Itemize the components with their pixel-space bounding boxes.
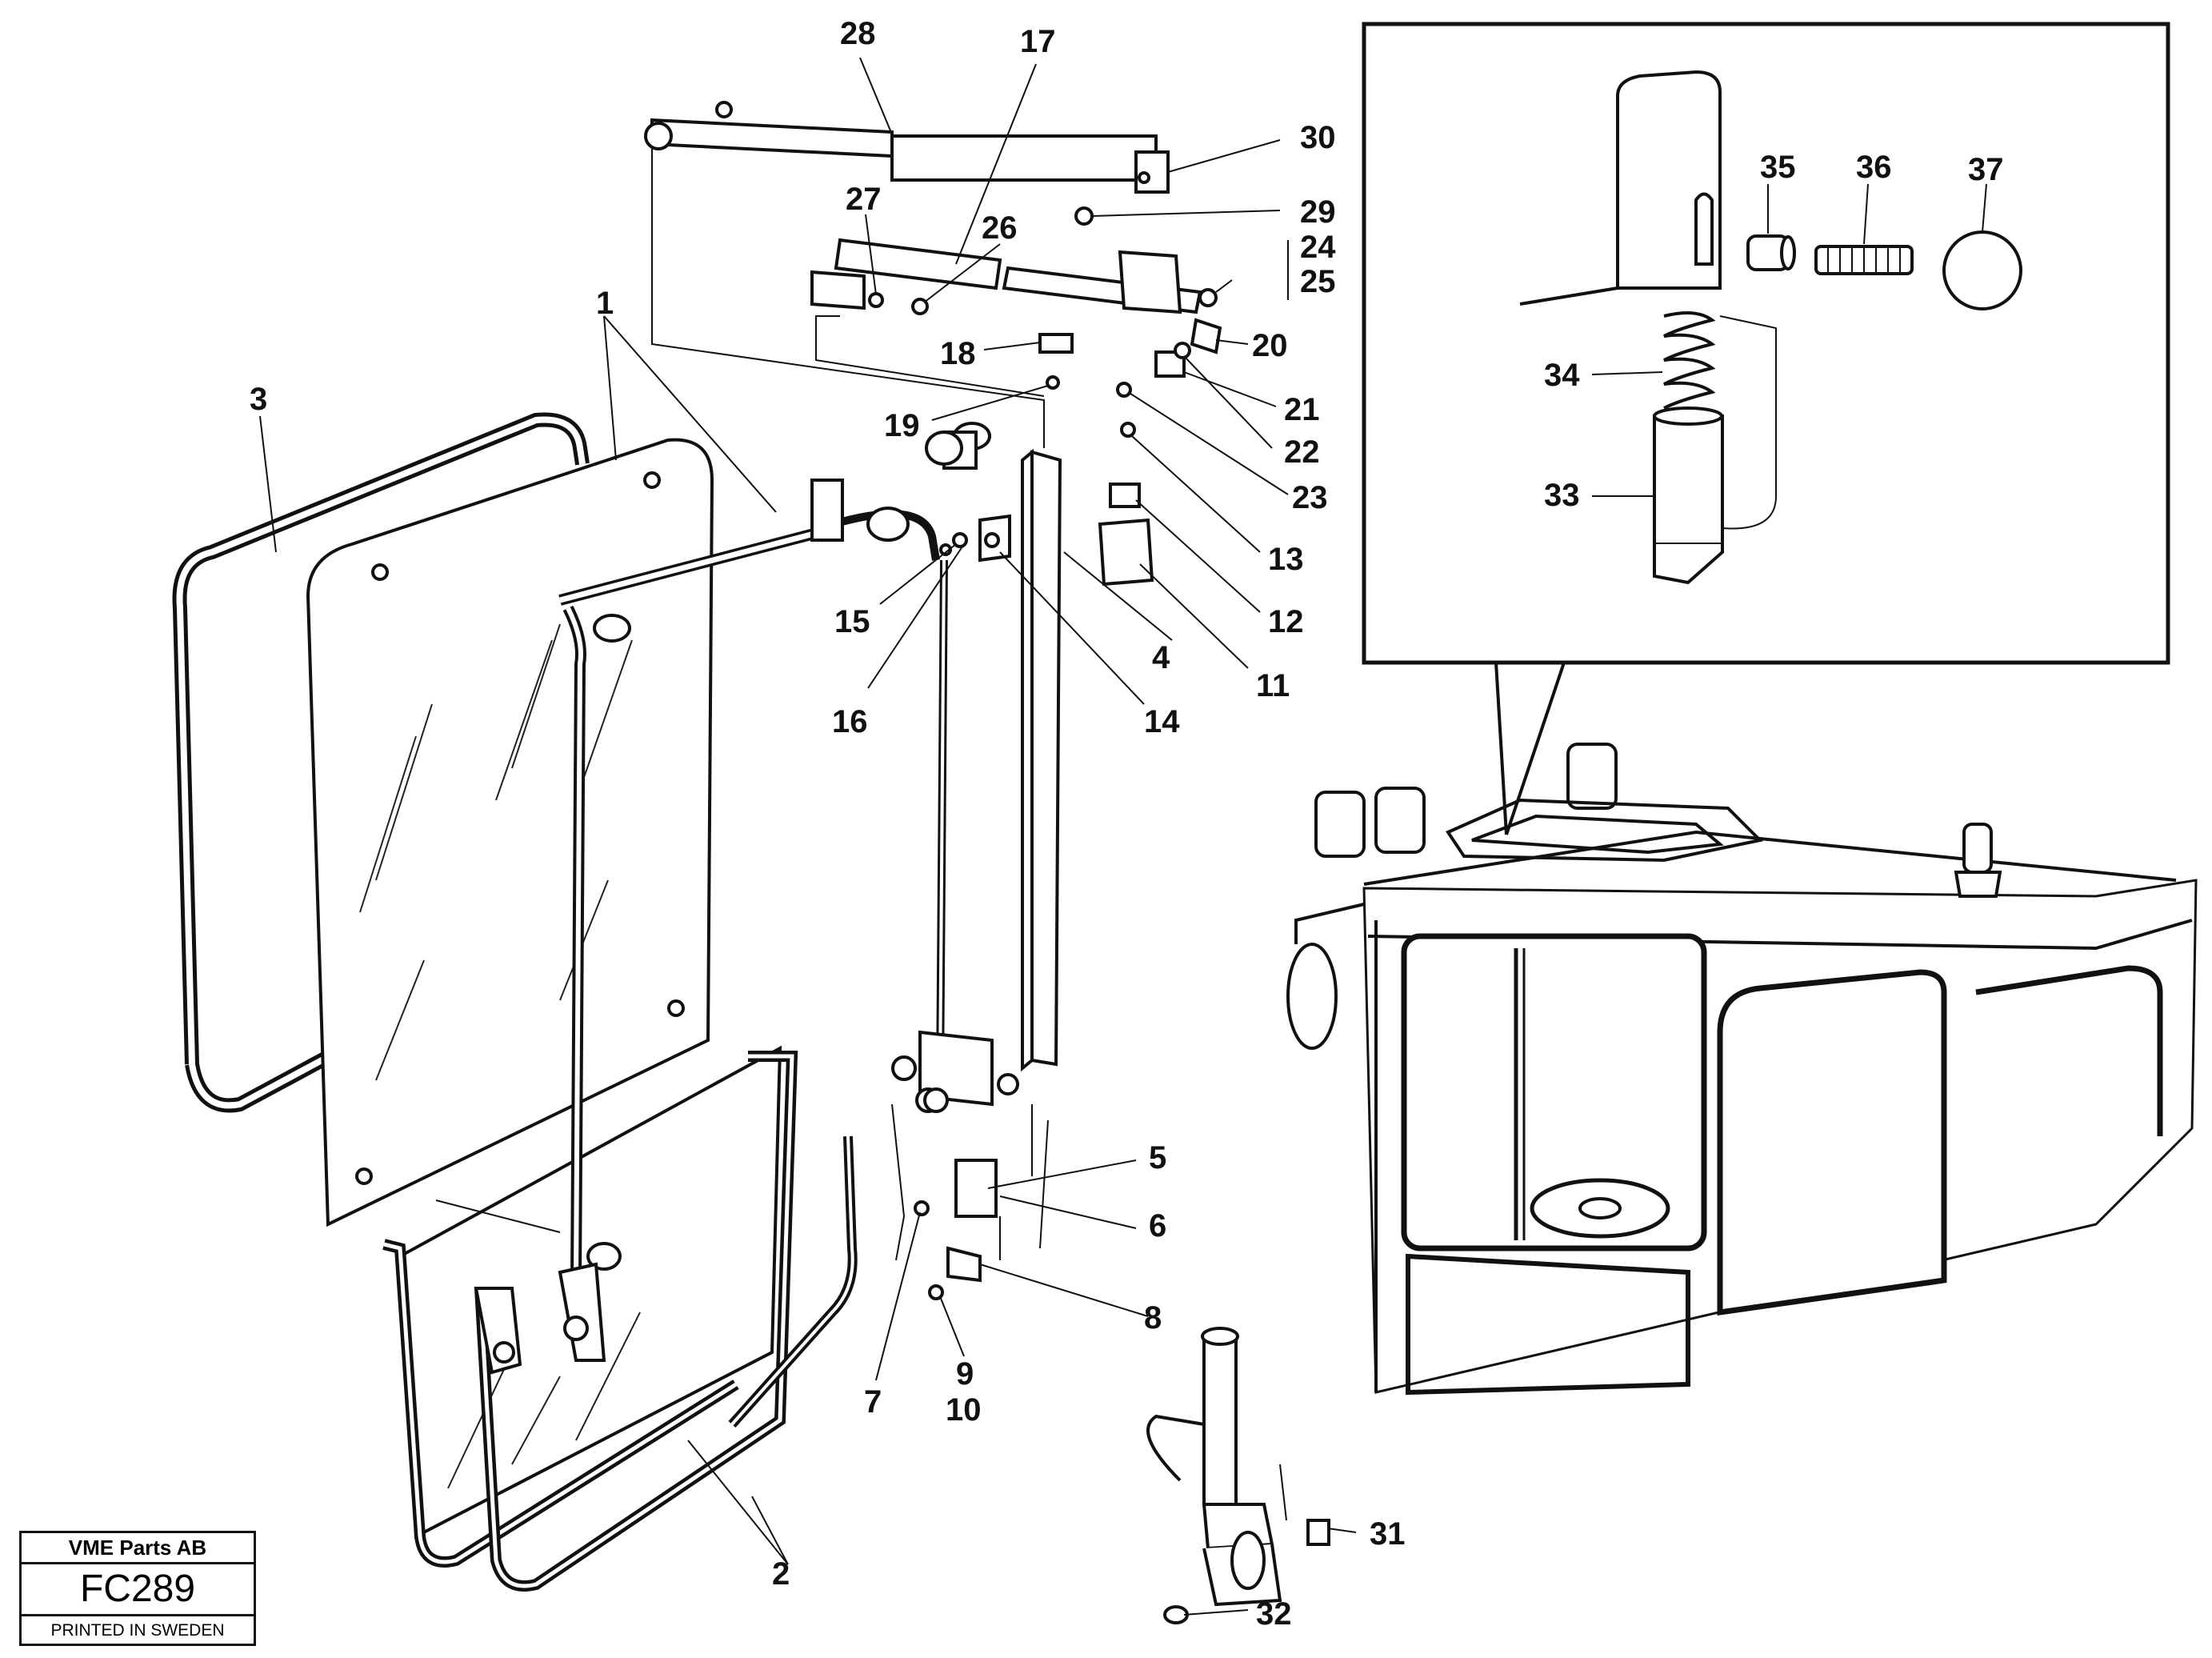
bracket-5 bbox=[954, 1159, 998, 1218]
callout-28: 28 bbox=[840, 16, 876, 51]
hinge-assembly-31 bbox=[1146, 1327, 1330, 1624]
callout-36: 36 bbox=[1856, 150, 1892, 185]
glass-pane-upper bbox=[306, 438, 714, 1227]
rail-17 bbox=[810, 238, 1222, 354]
gas-strut-28 bbox=[644, 101, 1170, 226]
callout-30: 30 bbox=[1300, 120, 1336, 155]
callout-26: 26 bbox=[982, 210, 1018, 246]
diagram-code: FC289 bbox=[22, 1564, 254, 1616]
callout-14: 14 bbox=[1144, 704, 1180, 739]
callout-1: 1 bbox=[596, 286, 614, 321]
callout-2: 2 bbox=[772, 1556, 790, 1592]
seal-frames-2 bbox=[382, 1051, 858, 1592]
callout-9: 9 bbox=[956, 1356, 974, 1392]
callout-24: 24 bbox=[1300, 230, 1336, 265]
washer-23 bbox=[1116, 382, 1132, 398]
title-block: VME Parts AB FC289 PRINTED IN SWEDEN bbox=[19, 1531, 256, 1646]
callout-35: 35 bbox=[1760, 150, 1796, 185]
rod-16 bbox=[891, 559, 1019, 1113]
pin-33 bbox=[1653, 315, 1777, 585]
screw-9 bbox=[928, 1284, 944, 1300]
beacon bbox=[1954, 823, 2002, 898]
nut-22 bbox=[1174, 342, 1191, 359]
callout-20: 20 bbox=[1252, 328, 1288, 363]
hinge-post bbox=[1519, 70, 1722, 306]
callout-8: 8 bbox=[1144, 1300, 1162, 1336]
callout-13: 13 bbox=[1268, 542, 1304, 577]
spring-36 bbox=[1814, 245, 1914, 275]
callout-15: 15 bbox=[834, 604, 870, 639]
screw-13 bbox=[1120, 422, 1136, 438]
screw-19 bbox=[1046, 375, 1060, 390]
company-name: VME Parts AB bbox=[22, 1533, 254, 1564]
callout-5: 5 bbox=[1149, 1140, 1166, 1175]
callout-27: 27 bbox=[846, 182, 882, 217]
callout-labels: 1 2 3 4 5 6 7 8 9 10 11 12 13 14 15 16 1… bbox=[250, 16, 2004, 1632]
steering-wheel bbox=[1530, 1178, 1670, 1239]
callout-7: 7 bbox=[864, 1384, 882, 1420]
callout-32: 32 bbox=[1256, 1596, 1292, 1632]
callout-34: 34 bbox=[1544, 358, 1580, 393]
callout-16: 16 bbox=[832, 704, 868, 739]
callout-12: 12 bbox=[1268, 604, 1304, 639]
vertical-rail-4 bbox=[1021, 448, 1062, 1072]
screw-7 bbox=[914, 1200, 930, 1216]
callout-17: 17 bbox=[1020, 24, 1056, 59]
spring-34 bbox=[1663, 311, 1716, 410]
callout-31: 31 bbox=[1370, 1516, 1406, 1552]
detail-inset bbox=[1362, 22, 2170, 835]
callout-29: 29 bbox=[1300, 194, 1336, 230]
callout-6: 6 bbox=[1149, 1208, 1166, 1244]
callout-22: 22 bbox=[1284, 435, 1320, 470]
knob-37 bbox=[1942, 230, 2022, 310]
bracket-11 bbox=[1098, 518, 1154, 587]
block-12 bbox=[1109, 483, 1141, 508]
callout-11: 11 bbox=[1256, 668, 1290, 703]
window-frame-3 bbox=[172, 412, 590, 1113]
mirror bbox=[1286, 943, 1338, 1050]
linkage-arm bbox=[474, 479, 940, 1375]
callout-37: 37 bbox=[1968, 152, 2004, 187]
callout-3: 3 bbox=[250, 382, 267, 417]
bushing-35 bbox=[1746, 234, 1796, 271]
callout-4: 4 bbox=[1152, 640, 1170, 675]
leader-lines bbox=[259, 57, 1357, 1616]
print-notice: PRINTED IN SWEDEN bbox=[50, 1621, 225, 1640]
callout-23: 23 bbox=[1292, 480, 1328, 515]
pivot-bolt-19 bbox=[925, 422, 991, 470]
callout-10: 10 bbox=[946, 1392, 982, 1428]
callout-19: 19 bbox=[884, 408, 920, 443]
callout-18: 18 bbox=[940, 336, 976, 371]
callout-33: 33 bbox=[1544, 478, 1580, 513]
clip-8 bbox=[946, 1246, 982, 1283]
block-18 bbox=[1038, 333, 1074, 354]
callout-21: 21 bbox=[1284, 392, 1320, 427]
cab-illustration bbox=[1286, 743, 2198, 1396]
callout-25: 25 bbox=[1300, 264, 1336, 299]
